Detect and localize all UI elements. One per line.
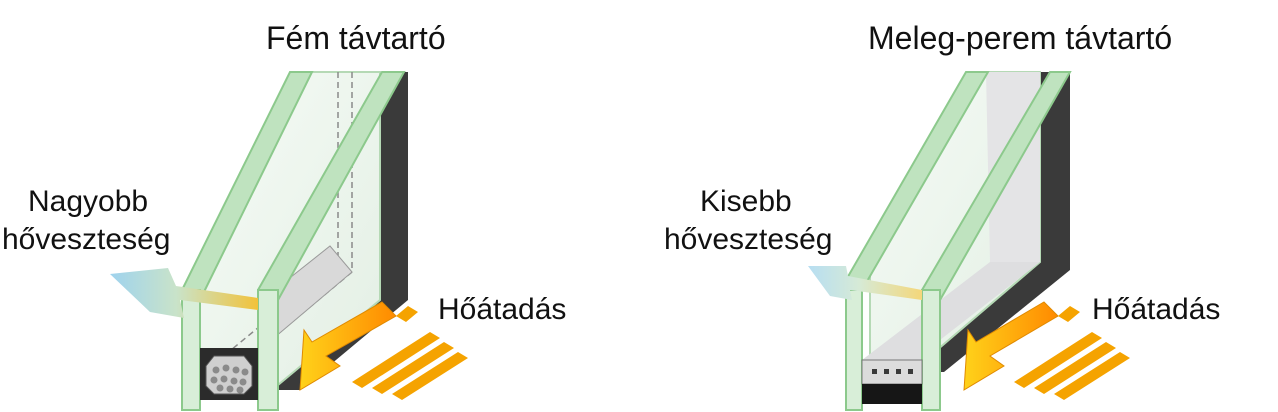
right-heat-label: Hőátadás [1092, 293, 1221, 326]
heat-stripes [352, 306, 468, 400]
left-loss-label-line2: hőveszteség [2, 223, 171, 256]
right-loss-label-line1: Kisebb [700, 185, 792, 218]
left-title: Fém távtartó [266, 20, 446, 56]
heat-stripes [1014, 306, 1130, 400]
right-window-section [808, 71, 1130, 411]
right-pane-back-section [921, 289, 941, 411]
left-heat-label: Hőátadás [438, 293, 567, 326]
heat-loss-arrow-icon [110, 268, 258, 318]
left-window-section [110, 71, 468, 411]
heat-arrow-icon [963, 301, 1059, 391]
left-pane-back-section [257, 289, 279, 411]
right-loss-label-line2: hőveszteség [664, 223, 833, 256]
left-pane-front-section [181, 289, 201, 411]
right-pane-front-section [845, 289, 863, 411]
left-loss-label-line1: Nagyobb [28, 185, 149, 218]
right-title: Meleg-perem távtartó [868, 20, 1173, 56]
heat-loss-arrow-icon [808, 266, 922, 300]
heat-arrow-icon [299, 301, 397, 391]
